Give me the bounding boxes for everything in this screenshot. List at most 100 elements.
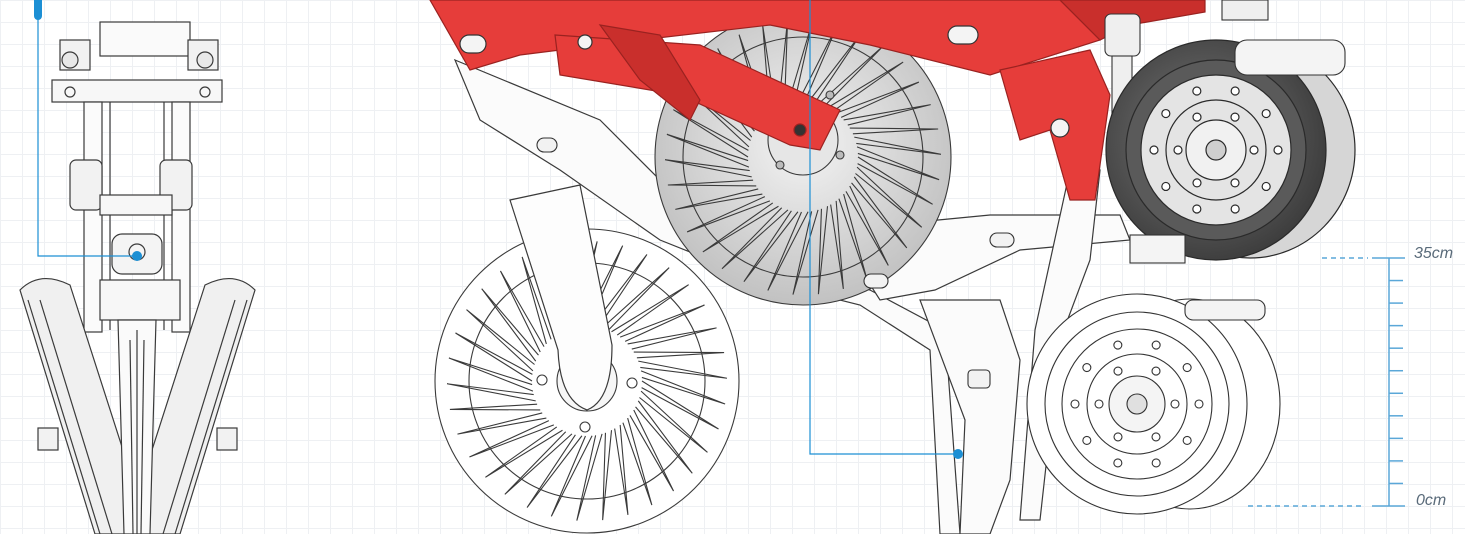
wheel-bolt: [1192, 204, 1202, 214]
disc-tooth: [633, 351, 725, 359]
disc-tooth: [675, 188, 763, 210]
wheel-bolt: [1192, 112, 1202, 122]
wheel-bolt: [1230, 204, 1240, 214]
disc-tooth: [550, 435, 593, 517]
wheel-bolt: [1151, 458, 1161, 468]
wheel-bolt: [1230, 112, 1240, 122]
scale-label-top: 35cm: [1414, 245, 1454, 262]
disc-tooth: [521, 256, 552, 345]
disc-tooth: [627, 327, 717, 350]
depth-scale: [1248, 257, 1405, 507]
disc-tooth: [855, 166, 923, 228]
callout-left: [37, 10, 142, 261]
disc-tooth: [857, 156, 933, 205]
disc-tooth: [504, 431, 573, 495]
disc-tooth: [686, 196, 771, 233]
parallel-linkage-frame: [429, 0, 1206, 201]
coulter-arm: [509, 184, 613, 411]
disc-tooth: [843, 104, 931, 126]
disc-tooth: [666, 133, 750, 168]
disc-tooth: [576, 433, 603, 521]
disc-tooth: [743, 210, 799, 283]
disc-tooth: [854, 136, 942, 155]
disc-tooth: [817, 206, 829, 295]
wheel-bolt: [1170, 399, 1180, 409]
wheel-bolt: [1182, 363, 1192, 373]
disc-tooth: [455, 332, 533, 382]
wheel-bolt: [1070, 399, 1080, 409]
disc-tooth: [526, 434, 583, 508]
press-wheel-lower: [1026, 293, 1281, 515]
wheel-bolt: [1173, 145, 1183, 155]
disc-tooth: [702, 202, 779, 253]
wheel-bolt: [1194, 399, 1204, 409]
wheel-bolt: [1273, 145, 1283, 155]
disc-tooth: [667, 179, 757, 187]
wheel-bolt: [1149, 145, 1159, 155]
wheel-bolt: [1151, 366, 1161, 376]
scale-label-bottom: 0cm: [1416, 492, 1447, 509]
wheel-bolt: [1192, 86, 1202, 96]
disc-tooth: [448, 357, 534, 392]
wheel-bolt: [1113, 458, 1123, 468]
disc-tooth: [485, 426, 563, 478]
callout-main: [809, 0, 963, 459]
disc-tooth: [622, 417, 653, 506]
disc-tooth: [673, 109, 749, 158]
disc-tooth: [856, 146, 940, 181]
wheel-bolt: [1113, 366, 1123, 376]
disc-tooth: [851, 176, 908, 249]
disc-tooth: [457, 412, 547, 435]
wheel-bolt: [1161, 181, 1171, 192]
disc-tooth: [835, 81, 920, 118]
disc-tooth: [449, 403, 541, 411]
disc-tooth: [849, 127, 939, 135]
disc-tooth: [640, 370, 726, 405]
wheel-bolt: [1094, 399, 1104, 409]
disc-tooth: [638, 360, 728, 379]
wheel-bolt: [1113, 340, 1123, 350]
disc-tooth: [635, 400, 693, 474]
wheel-bolt: [1151, 340, 1161, 350]
disc-tooth: [827, 61, 904, 112]
disc-tooth: [830, 200, 844, 290]
disc-tooth: [469, 420, 555, 458]
plate-slots: [536, 137, 1015, 389]
wheel-bolt: [1261, 108, 1271, 119]
disc-tooth: [639, 390, 708, 453]
disc-tooth: [466, 309, 535, 372]
disc-tooth: [664, 159, 752, 178]
wheel-bolt: [1230, 178, 1240, 188]
disc-tooth: [446, 383, 536, 402]
wheel-bolt: [1082, 435, 1092, 445]
disc-tooth: [499, 270, 545, 353]
disc-tooth: [614, 424, 629, 515]
disc-tooth: [721, 207, 789, 270]
wheel-bolt: [1082, 363, 1092, 373]
wheel-bolt: [1230, 86, 1240, 96]
wheel-bolt: [1192, 178, 1202, 188]
wheel-bolt: [1261, 181, 1271, 192]
disc-tooth: [629, 409, 675, 492]
disc-tooth: [845, 185, 889, 266]
disc-tooth: [602, 430, 613, 521]
wheel-bolt: [1151, 432, 1161, 442]
gauge-wheel-upper: [1105, 39, 1356, 261]
disc-tooth: [481, 288, 539, 362]
closing-mechanism: [1129, 39, 1346, 321]
disc-tooth: [619, 304, 705, 342]
disc-tooth: [641, 380, 719, 430]
callout-marker-main: [953, 449, 963, 459]
disc-tooth: [611, 284, 689, 336]
front-view-drawing: [19, 21, 256, 534]
wheel-bolt: [1161, 108, 1171, 119]
disc-tooth: [591, 254, 648, 328]
disc-tooth: [767, 211, 809, 291]
wheel-bolt: [1113, 432, 1123, 442]
wheel-bolt: [1249, 145, 1259, 155]
wheel-bolt: [1182, 435, 1192, 445]
disc-tooth: [601, 267, 670, 331]
callout-marker-left: [132, 251, 142, 261]
